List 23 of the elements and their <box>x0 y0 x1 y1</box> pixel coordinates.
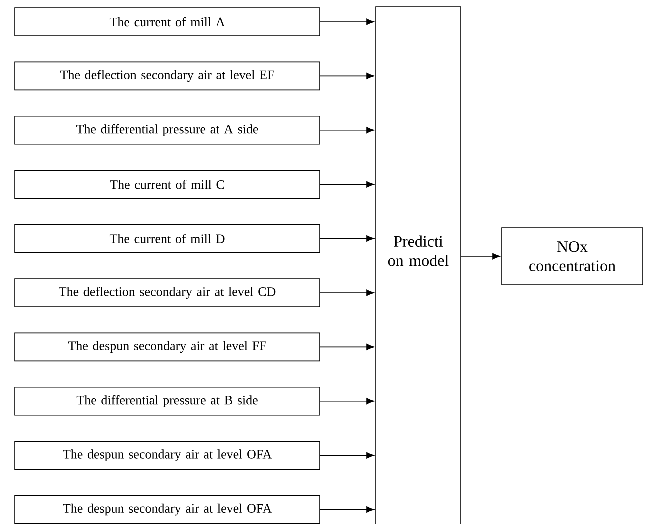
arrow <box>320 506 374 513</box>
arrow <box>320 18 374 26</box>
arrow <box>320 452 374 459</box>
arrow <box>461 253 500 260</box>
arrow <box>320 398 374 405</box>
arrow <box>320 236 374 242</box>
input-box: The despun secondary air at level OFA <box>14 495 320 524</box>
arrow <box>320 344 374 350</box>
input-box: The deflection secondary air at level CD <box>14 278 320 308</box>
output-box: NOx concentration <box>502 228 644 286</box>
input-box: The current of mill C <box>14 170 320 199</box>
arrow <box>320 181 374 188</box>
input-box: The differential pressure at A side <box>14 116 320 145</box>
arrow <box>320 290 374 296</box>
input-box: The current of mill D <box>14 224 320 254</box>
input-box: The despun secondary air at level OFA <box>14 441 320 470</box>
input-box: The despun secondary air at level FF <box>14 332 320 362</box>
input-box: The differential pressure at B side <box>14 387 320 416</box>
arrow <box>320 73 374 80</box>
arrow <box>320 127 374 134</box>
model-box: Predicti on model <box>376 6 462 524</box>
input-box: The current of mill A <box>14 8 320 36</box>
input-box: The deflection secondary air at level EF <box>14 62 320 91</box>
